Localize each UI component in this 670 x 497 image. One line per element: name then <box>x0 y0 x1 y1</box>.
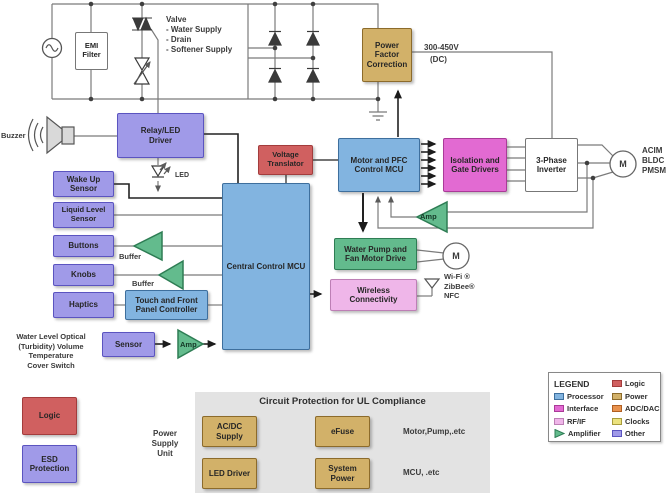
adcdac-swatch <box>612 405 622 412</box>
system-power-out-label: MCU, .etc <box>403 468 440 477</box>
buffer2-triangle <box>157 259 184 291</box>
pfc-block: Power Factor Correction <box>362 28 412 82</box>
psu-label: Power Supply Unit <box>151 429 179 458</box>
led-label: LED <box>175 172 189 179</box>
legend-item-interface: Interface <box>554 403 604 414</box>
knobs-block: Knobs <box>53 264 114 286</box>
legend-item-other: Other <box>612 428 660 439</box>
sensor-amp-triangle <box>177 328 205 360</box>
processor-swatch <box>554 392 564 400</box>
sensor-block: Sensor <box>102 332 155 357</box>
buttons-block: Buttons <box>53 235 114 257</box>
legend-item-clocks: Clocks <box>612 416 660 427</box>
gray-wires <box>51 3 614 476</box>
led-driver-block: LED Driver <box>202 458 257 489</box>
haptics-block: Haptics <box>53 292 114 318</box>
sensor-amp-label: Amp <box>180 340 197 349</box>
buffer2-label: Buffer <box>132 279 155 288</box>
feedback-amp-label: Amp <box>420 212 437 221</box>
legend-item-processor: Processor <box>554 391 604 402</box>
valve-label: Valve - Water Supply - Drain - Softener … <box>166 15 233 54</box>
wake-up-sensor-block: Wake Up Sensor <box>53 171 114 197</box>
emi-filter-block: EMI Filter <box>75 32 108 70</box>
antenna-icon <box>423 278 441 289</box>
motor-pfc-mcu-block: Motor and PFC Control MCU <box>338 138 420 192</box>
legend-title: LEGEND <box>554 378 590 389</box>
ac-source-icon <box>41 37 63 59</box>
efuse-out-label: Motor,Pump,.etc <box>403 427 466 436</box>
power-swatch <box>612 392 622 400</box>
voltage-translator-block: Voltage Translator <box>258 145 313 175</box>
logic-block: Logic <box>22 397 77 435</box>
pump-motor-label: M <box>452 251 460 261</box>
sensor-caption: Water Level Optical (Turbidity) Volume T… <box>16 332 86 370</box>
touch-panel-controller-block: Touch and Front Panel Controller <box>125 290 208 320</box>
legend-item-amplifier: Amplifier <box>554 428 604 439</box>
legend-item-logic: Logic <box>612 378 660 389</box>
buffer1-label: Buffer <box>119 252 142 261</box>
buffer1-triangle <box>132 230 163 262</box>
buzzer-label: Buzzer <box>1 131 26 140</box>
wireless-connectivity-block: Wireless Connectivity <box>330 279 417 311</box>
system-power-block: System Power <box>315 458 370 489</box>
legend-item-rfif: RF/IF <box>554 416 604 427</box>
junction-dots <box>88 1 596 435</box>
pump-motor-icon <box>442 242 470 270</box>
other-swatch <box>612 430 622 437</box>
feedback-amp-triangle <box>415 200 448 234</box>
clocks-swatch <box>612 417 622 425</box>
amp-triangles <box>132 200 448 360</box>
legend-left-column: LEGEND Processor Interface RF/IF Amplifi… <box>554 378 604 439</box>
dc-voltage-label: 300-450V <box>424 43 459 52</box>
ground-icon <box>369 111 387 121</box>
acdc-supply-block: AC/DC Supply <box>202 416 257 447</box>
rfif-swatch <box>554 417 564 425</box>
triac-icon <box>132 16 152 32</box>
liquid-level-sensor-block: Liquid Level Sensor <box>53 202 114 228</box>
valve-icon <box>133 57 151 85</box>
main-motor-icon <box>609 150 637 178</box>
legend: LEGEND Processor Interface RF/IF Amplifi… <box>548 372 661 442</box>
led-icon <box>150 162 171 178</box>
water-pump-drive-block: Water Pump and Fan Motor Drive <box>334 238 417 270</box>
panel-title: Circuit Protection for UL Compliance <box>259 396 426 407</box>
central-control-mcu-block: Central Control MCU <box>222 183 310 350</box>
inverter-block: 3-Phase Inverter <box>525 138 578 192</box>
buzzer-speaker-icon <box>27 115 75 155</box>
legend-right-column: Logic Power ADC/DAC Clocks Other <box>612 378 660 439</box>
main-motor-label: M <box>619 159 627 169</box>
relay-led-driver-block: Relay/LED Driver <box>117 113 204 158</box>
legend-item-power: Power <box>612 391 660 402</box>
dc-unit-label: (DC) <box>430 55 447 64</box>
interface-swatch <box>554 405 564 412</box>
motor-icons <box>442 150 637 270</box>
efuse-block: eFuse <box>315 416 370 447</box>
diode-bridge-icon <box>268 30 320 83</box>
amplifier-triangle-icon <box>554 429 565 438</box>
logic-swatch <box>612 380 622 387</box>
legend-item-adcdac: ADC/DAC <box>612 403 660 414</box>
isolation-gate-drivers-block: Isolation and Gate Drivers <box>443 138 507 192</box>
esd-protection-block: ESD Protection <box>22 445 77 483</box>
wireless-standards-label: Wi-Fi ® ZibBee® NFC <box>444 272 475 300</box>
motor-types-label: ACIM BLDC PMSM <box>642 146 666 175</box>
